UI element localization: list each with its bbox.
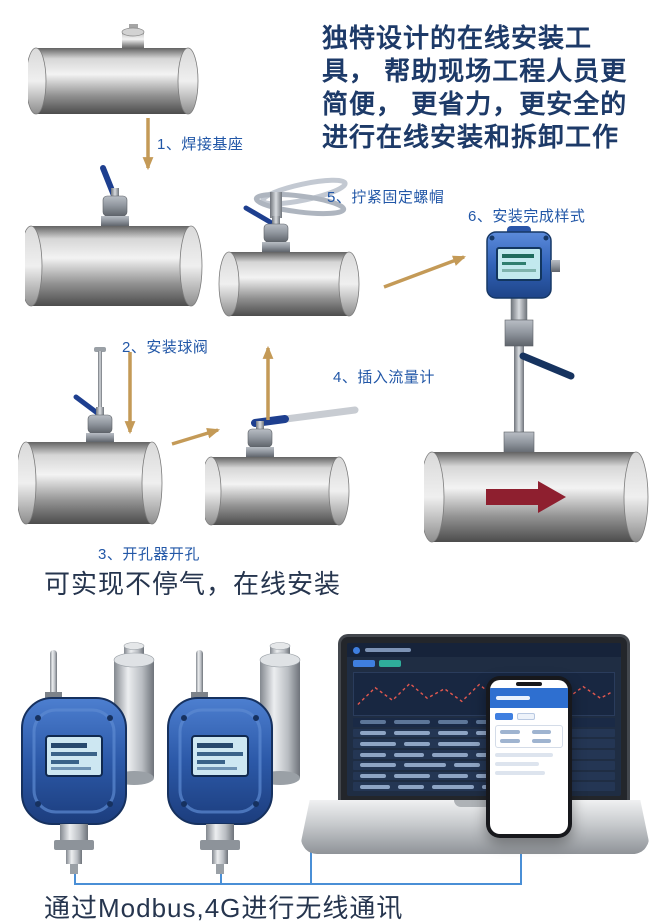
ball-valve — [243, 205, 290, 252]
lcd-display — [191, 735, 249, 777]
pipe — [25, 225, 203, 307]
phone-app-row — [495, 762, 540, 766]
pipe — [218, 251, 360, 317]
ball-valve — [73, 394, 114, 442]
phone — [486, 676, 572, 838]
phone-app-buttons — [495, 713, 563, 720]
valve-lever — [251, 406, 359, 427]
dashboard-buttons — [347, 657, 621, 670]
ball-valve — [246, 421, 274, 457]
dashboard-logo-dot — [353, 646, 360, 654]
step-label-3: 3、开孔器开孔 — [98, 546, 200, 563]
dashboard-table-row — [353, 728, 615, 738]
illustration-weld-base — [28, 24, 199, 115]
dashboard-button-secondary — [379, 660, 401, 667]
phone-app-header — [490, 688, 568, 708]
dashboard-table-row — [353, 739, 615, 749]
phone-notch — [490, 680, 568, 688]
ball-valve — [100, 165, 129, 226]
pipe — [205, 456, 350, 526]
lcd-display — [45, 735, 103, 777]
flowmeter-head — [486, 226, 560, 299]
dashboard-table-row — [353, 760, 615, 770]
illustration-drill-hole — [18, 347, 163, 525]
weld-fitting — [121, 24, 145, 50]
illustration-tighten-nut — [218, 177, 360, 317]
process-fitting — [200, 824, 240, 874]
tightening-tool — [253, 177, 348, 218]
antenna — [191, 650, 208, 702]
step-label-5: 5、拧紧固定螺帽 — [327, 189, 445, 206]
step-label-1: 1、焊接基座 — [157, 136, 244, 153]
dashboard — [347, 643, 621, 796]
hole-opener-rod — [94, 347, 106, 409]
gas-detector-2 — [167, 642, 301, 874]
dashboard-title-bar — [365, 648, 411, 652]
phone-app-body — [490, 708, 568, 834]
phone-app-card — [495, 725, 563, 748]
antenna — [45, 650, 62, 702]
phone-app-row — [495, 753, 553, 757]
caption-wireless: 通过Modbus,4G进行无线通讯 — [44, 893, 404, 923]
step-label-6: 6、安装完成样式 — [468, 208, 586, 225]
dashboard-table — [353, 718, 615, 792]
illustration-completed — [424, 226, 649, 543]
illustration-install-valve — [25, 165, 203, 307]
dashboard-chart-line — [357, 682, 613, 706]
dashboard-table-header — [353, 718, 615, 727]
flow-direction-arrow — [486, 481, 566, 513]
flowmeter-stem — [503, 296, 575, 455]
pipe — [28, 47, 199, 115]
step-label-4: 4、插入流量计 — [333, 369, 435, 386]
pipe — [18, 441, 163, 525]
laptop-base — [301, 800, 649, 854]
intro-text: 独特设计的在线安装工具， 帮助现场工程人员更简便， 更省力，更安全的进行在线安装… — [322, 23, 628, 152]
dashboard-table-row — [353, 750, 615, 759]
laptop-screen — [338, 634, 630, 802]
dashboard-table-row — [353, 782, 615, 792]
step-label-2: 2、安装球阀 — [122, 339, 209, 356]
dashboard-table-row — [353, 771, 615, 781]
gas-detector-1 — [21, 642, 155, 874]
sensor-cylinder — [259, 642, 301, 785]
caption-online-install: 可实现不停气，在线安装 — [44, 569, 342, 599]
dashboard-titlebar — [347, 643, 621, 657]
dashboard-button-primary — [353, 660, 375, 667]
pipe — [424, 451, 649, 543]
dashboard-chart — [353, 672, 615, 716]
phone-screen — [490, 680, 568, 834]
phone-app-row — [495, 771, 546, 775]
process-fitting — [54, 824, 94, 874]
illustration-insert-meter — [205, 406, 359, 526]
